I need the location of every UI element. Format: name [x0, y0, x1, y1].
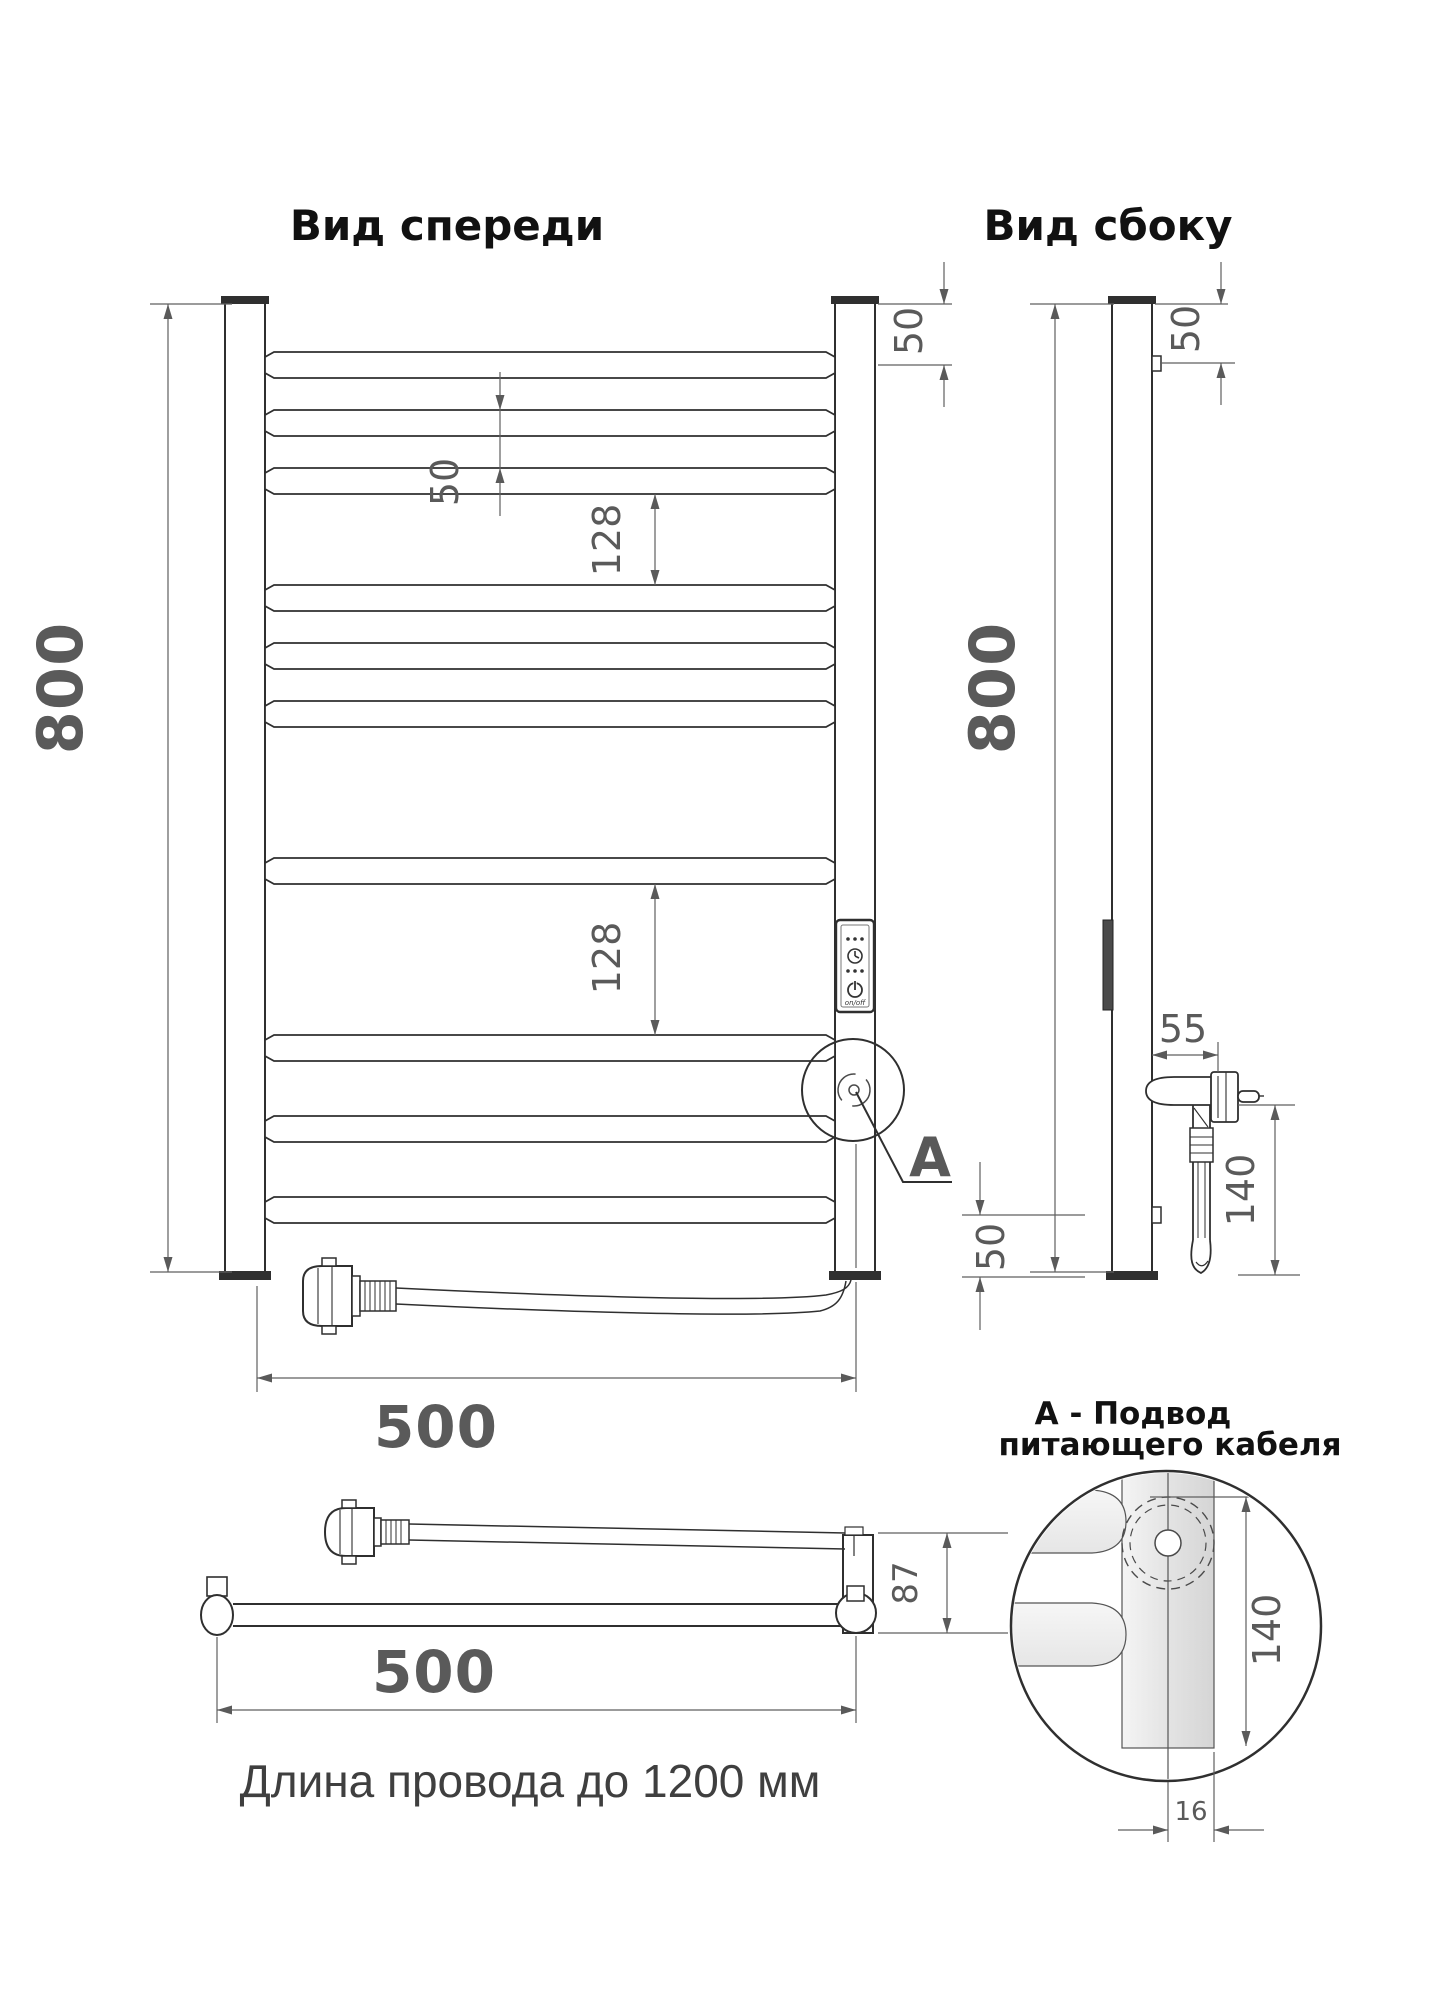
side-plug-assembly: [1145, 1071, 1264, 1275]
dim-bottom-width-lines: [216, 1636, 857, 1723]
bottom-left-tab: [206, 1576, 228, 1597]
dim-front-width: 500: [374, 1393, 498, 1461]
side-dimensions: 800 50 55 140: [956, 262, 1300, 1276]
side-post: [1102, 296, 1162, 1280]
panel-dots-top: [846, 937, 864, 941]
rung-2: [264, 409, 836, 437]
detail-gland-center: [1154, 1529, 1182, 1557]
front-right-post: [829, 296, 881, 1280]
control-panel: on/off: [834, 918, 876, 1014]
timer-icon: [847, 948, 863, 964]
panel-onoff-label: on/off: [845, 999, 866, 1007]
dim-side-top-offset: 50: [1164, 305, 1208, 353]
side-view: [1102, 296, 1264, 1280]
dim-detail-pipe-offset-lines: [1118, 1752, 1264, 1842]
dim-front-gap-upper-lines: [650, 494, 660, 585]
left-post-base: [219, 1271, 271, 1280]
plug-pin: [1237, 1090, 1260, 1103]
bottom-dimensions: 87 500 Длина провода до 1200 мм: [216, 1532, 1008, 1807]
dim-front-gap-upper: 128: [585, 504, 629, 577]
front-left-post: [219, 296, 271, 1280]
dim-detail-pipe-offset: 16: [1174, 1797, 1207, 1827]
front-dimensions: 800 50 50 128 128: [24, 262, 1085, 1461]
rung-3: [264, 467, 836, 495]
power-icon: [847, 981, 863, 998]
dim-front-rung-spacing: 50: [423, 458, 467, 506]
side-view-title: Вид сбоку: [984, 201, 1233, 250]
dim-bottom-width: 500: [372, 1638, 496, 1706]
wall-clip-top: [1151, 355, 1162, 372]
rungs: [264, 351, 836, 1224]
dim-side-plug-drop-lines: [1238, 1104, 1300, 1276]
dim-side-height: 800: [956, 622, 1029, 754]
detail-leader-line: [855, 1091, 952, 1183]
detail-marker-label: А: [909, 1126, 951, 1189]
dim-side-height-lines: [1030, 303, 1114, 1273]
rung-10: [264, 1196, 836, 1224]
plug-ribs: [364, 1281, 391, 1311]
dim-side-plug-drop: 140: [1219, 1154, 1263, 1227]
dim-bottom-depth: 87: [886, 1561, 926, 1604]
dim-side-bracket-depth-lines: [1152, 1042, 1219, 1072]
bottom-plug-ribs: [385, 1520, 402, 1544]
dim-front-height: 800: [24, 622, 97, 754]
cable-tip: [1190, 1239, 1212, 1275]
detail-rung-stub-lower: [1013, 1602, 1127, 1667]
dim-front-rung-spacing-lines: [495, 372, 505, 516]
dim-front-top-offset: 50: [887, 307, 931, 355]
dim-detail-height: 140: [1245, 1594, 1289, 1667]
gland-dashed-circle: [837, 1073, 871, 1107]
bracket-arm: [1145, 1076, 1214, 1106]
bottom-right-bracket: [835, 1526, 877, 1634]
detail-gland-dashed-inner: [1129, 1504, 1207, 1582]
dim-side-top-offset-lines: [1155, 262, 1235, 405]
right-post-top-cap: [831, 296, 879, 304]
detail-caption-line2: питающего кабеля: [999, 1427, 1342, 1463]
power-cable: [395, 1279, 852, 1315]
rung-6: [264, 700, 836, 728]
dim-front-bottom-offset-lines: [962, 1162, 1085, 1330]
dim-front-gap-lower: 128: [585, 922, 629, 995]
dim-front-height-lines: [150, 303, 232, 1273]
left-post-top-cap: [221, 296, 269, 304]
rung-7: [264, 857, 836, 885]
detail-caption-line1: А - Подвод: [1035, 1396, 1232, 1432]
side-post-top-cap: [1108, 296, 1156, 304]
dim-bottom-depth-lines: [878, 1532, 1008, 1634]
cable-connection-callout: [801, 1038, 952, 1183]
plug-head: [1210, 1071, 1239, 1123]
right-post-base: [829, 1271, 881, 1280]
bottom-view: [200, 1499, 877, 1636]
dim-front-bottom-offset: 50: [969, 1223, 1013, 1271]
cable-length-note: Длина провода до 1200 мм: [240, 1755, 821, 1807]
plug-icon: [302, 1257, 397, 1335]
panel-dots-bottom: [846, 969, 864, 973]
bottom-cable: [408, 1523, 846, 1550]
cable-gland-side: [1189, 1105, 1214, 1275]
dim-front-gap-lower-lines: [650, 884, 660, 1035]
bottom-plug-icon: [323, 1499, 410, 1565]
detail-view: 140 16: [1009, 1469, 1323, 1842]
dim-side-bracket-depth: 55: [1159, 1007, 1207, 1051]
rung-4: [264, 584, 836, 612]
front-view: on/off А: [219, 296, 952, 1335]
detail-circle-outline: [1009, 1469, 1323, 1783]
side-panel-edge: [1102, 919, 1114, 1011]
rung-1: [264, 351, 836, 379]
side-post-base: [1106, 1271, 1158, 1280]
rung-8: [264, 1034, 836, 1062]
rung-9: [264, 1115, 836, 1143]
wall-clip-bottom: [1151, 1206, 1162, 1224]
rung-5: [264, 642, 836, 670]
dim-front-width-lines: [256, 1144, 857, 1392]
front-view-title: Вид спереди: [290, 201, 604, 250]
dim-front-top-offset-lines: [878, 262, 952, 407]
bottom-left-post-section: [200, 1594, 234, 1636]
